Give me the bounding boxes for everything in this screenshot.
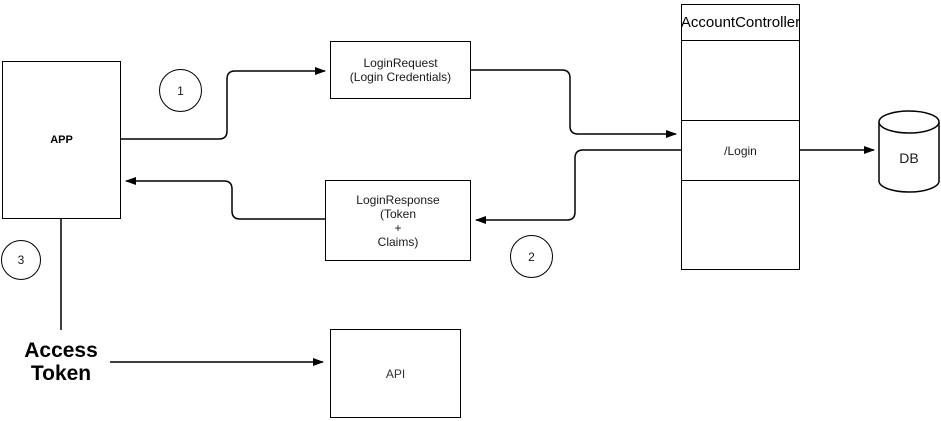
step-circle-1: 1 bbox=[159, 69, 202, 112]
account-controller-empty-section-1 bbox=[682, 41, 799, 121]
access-token-line: Access bbox=[24, 339, 98, 362]
node-account-controller: AccountController /Login bbox=[681, 4, 800, 270]
node-app: APP bbox=[2, 61, 121, 219]
step-number: 3 bbox=[17, 253, 25, 267]
login-route-label: /Login bbox=[724, 143, 757, 158]
login-response-line: + bbox=[394, 220, 402, 235]
step-number: 2 bbox=[528, 249, 535, 264]
account-controller-login-row: /Login bbox=[682, 121, 799, 181]
node-login-response: LoginResponse (Token + Claims) bbox=[325, 180, 471, 261]
arrow-login-request-to-controller bbox=[471, 69, 677, 138]
node-login-request: LoginRequest (Login Credentials) bbox=[330, 41, 471, 99]
account-controller-empty-section-2 bbox=[682, 181, 799, 269]
node-api: API bbox=[330, 329, 461, 418]
login-response-line: Claims) bbox=[377, 234, 419, 249]
app-label: APP bbox=[50, 134, 73, 146]
arrow-controller-to-login-response bbox=[475, 149, 681, 224]
arrow-login-response-to-app bbox=[125, 177, 325, 220]
access-token-label: Access Token bbox=[6, 339, 116, 385]
db-label: DB bbox=[899, 150, 919, 166]
step-circle-2: 2 bbox=[510, 235, 553, 278]
arrow-app-to-login-request bbox=[121, 67, 326, 140]
access-token-line: Token bbox=[30, 362, 92, 385]
login-request-line: (Login Credentials) bbox=[349, 70, 452, 84]
account-controller-title: AccountController bbox=[681, 5, 800, 41]
step-circle-3: 3 bbox=[1, 240, 41, 280]
api-label: API bbox=[385, 366, 406, 381]
step-number: 1 bbox=[177, 83, 184, 98]
login-response-line: LoginResponse bbox=[356, 192, 440, 207]
login-response-line: (Token bbox=[379, 206, 417, 221]
login-request-line: LoginRequest bbox=[363, 56, 438, 70]
